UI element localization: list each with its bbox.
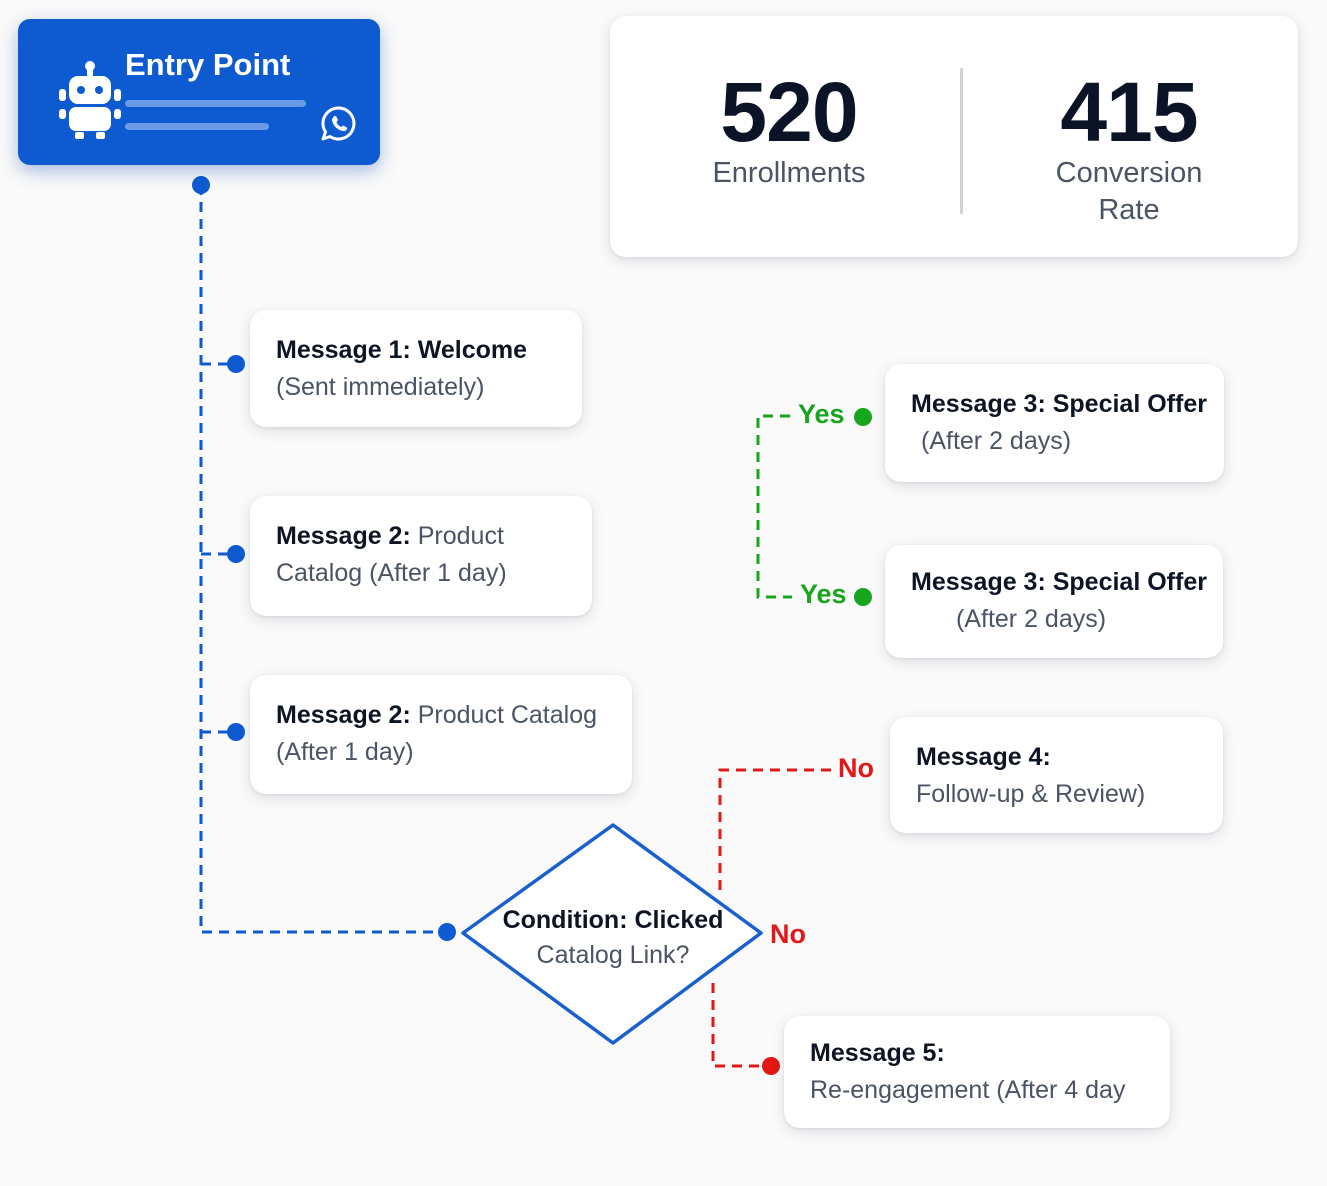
- message-card-3b[interactable]: Message 3: Special Offer (After 2 days): [885, 545, 1223, 658]
- no-label-reengage: No: [770, 919, 806, 949]
- robot-icon: [59, 61, 121, 139]
- entry-placeholder-line-2: [125, 123, 269, 130]
- enrollments-value: 520: [720, 65, 858, 159]
- message-3b-title: Message 3: Special Offer: [911, 568, 1207, 596]
- condition-subtitle: Catalog Link?: [536, 941, 690, 969]
- message-5-title: Message 5:: [810, 1039, 945, 1067]
- message-2a-title: Message 2:: [276, 522, 411, 550]
- entry-point-title: Entry Point: [125, 47, 291, 82]
- condition-title: Condition: Clicked: [502, 906, 724, 934]
- message-card-1[interactable]: Message 1: Welcome (Sent immediately): [250, 310, 582, 427]
- message-card-2b[interactable]: Message 2: Product Catalog (After 1 day): [250, 675, 632, 794]
- condition-diamond: [461, 823, 763, 1045]
- no-branch-line-followup: [718, 768, 832, 890]
- message-1-title: Message 1: Welcome: [276, 336, 528, 364]
- no-branch-line-reengage: [711, 983, 762, 1068]
- entry-point-card[interactable]: Entry Point: [18, 19, 380, 165]
- message-1-subtitle: (Sent immediately): [276, 373, 485, 401]
- msg2a-connector-dot: [227, 545, 245, 563]
- conversion-label: Conversion Rate: [1000, 155, 1258, 229]
- yes-dot-offer-2: [854, 588, 872, 606]
- message-2a-subtitle: Catalog (After 1 day): [276, 559, 507, 587]
- message-card-5[interactable]: Message 5: Re-engagement (After 4 day: [784, 1016, 1170, 1128]
- message-2a-subtitle-inline: Product: [410, 522, 504, 550]
- message-2b-title: Message 2:: [276, 701, 411, 729]
- message-3b-subtitle: (After 2 days): [956, 605, 1107, 633]
- stats-card: 520 Enrollments 415 Conversion Rate: [610, 16, 1298, 257]
- msg2b-connector-dot: [227, 723, 245, 741]
- message-2b-subtitle: (After 1 day): [276, 738, 414, 766]
- message-card-3a[interactable]: Message 3: Special Offer (After 2 days): [885, 364, 1224, 482]
- stats-divider: [960, 68, 963, 214]
- yes-dot-offer-1: [854, 408, 872, 426]
- yes-branch-line: [756, 414, 792, 599]
- entry-connector-dot: [192, 176, 210, 194]
- conversion-label-line-2: Rate: [1098, 194, 1160, 226]
- conversion-value: 415: [1060, 65, 1198, 159]
- enrollments-label: Enrollments: [712, 157, 866, 189]
- yes-label-offer-2: Yes: [800, 579, 847, 609]
- condition-connector-dot: [438, 923, 456, 941]
- conversion-label-line-1: Conversion: [1055, 157, 1203, 189]
- condition-node[interactable]: Condition: Clicked Catalog Link?: [463, 903, 763, 973]
- whatsapp-icon: [321, 106, 356, 141]
- message-4-subtitle: Follow-up & Review): [916, 780, 1146, 808]
- yes-label-offer-1: Yes: [798, 399, 845, 429]
- main-flow-line: [199, 185, 447, 934]
- message-4-title: Message 4:: [916, 743, 1051, 771]
- msg1-connector-dot: [227, 355, 245, 373]
- message-3a-subtitle: (After 2 days): [921, 427, 1072, 455]
- no-dot-reengage: [762, 1057, 780, 1075]
- message-3a-title: Message 3: Special Offer: [911, 390, 1207, 418]
- message-2b-subtitle-inline: Product Catalog: [410, 701, 598, 729]
- entry-placeholder-line-1: [125, 100, 306, 107]
- no-label-followup: No: [838, 753, 874, 783]
- message-5-subtitle: Re-engagement (After 4 day: [810, 1076, 1126, 1104]
- message-card-2a[interactable]: Message 2: Product Catalog (After 1 day): [250, 496, 592, 616]
- message-card-4[interactable]: Message 4: Follow-up & Review): [890, 717, 1223, 833]
